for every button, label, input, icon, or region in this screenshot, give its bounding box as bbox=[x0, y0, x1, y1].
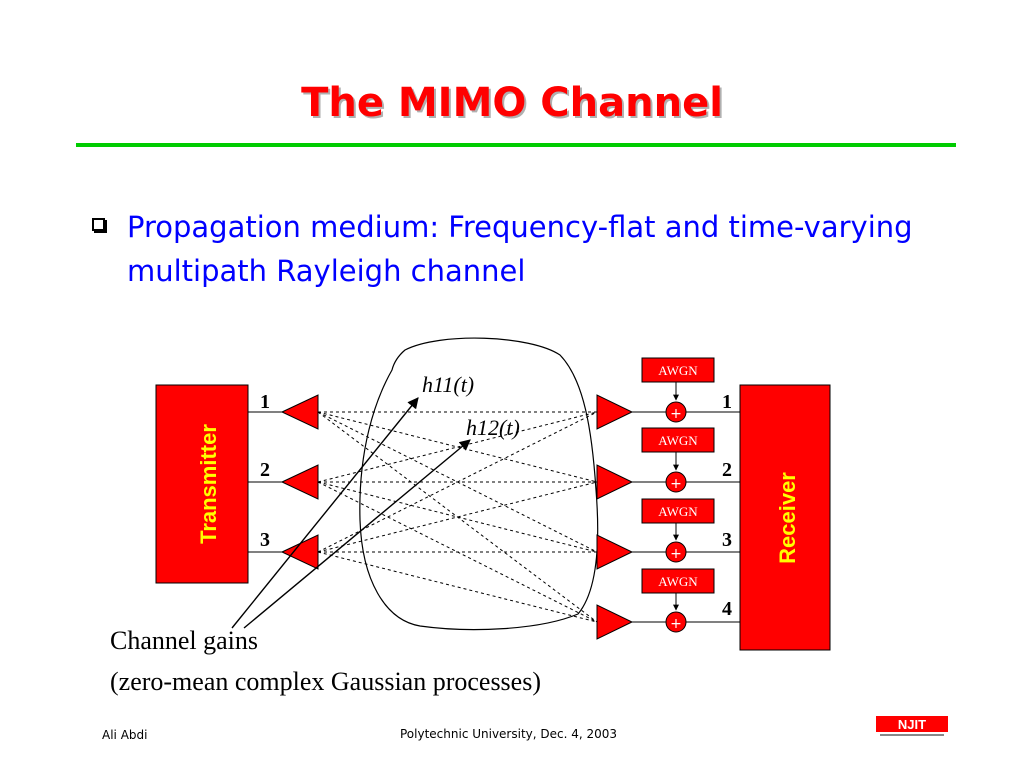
tx-antenna-2 bbox=[280, 464, 319, 500]
footer-author: Ali Abdi bbox=[102, 728, 148, 742]
transmitter-block bbox=[155, 384, 249, 584]
adder-4 bbox=[665, 611, 687, 633]
adder-1 bbox=[665, 401, 687, 423]
channel-gains-caption: Channel gains bbox=[110, 626, 259, 655]
slide-title: The MIMO Channel bbox=[301, 80, 723, 126]
rx-antenna-label-1: 1 bbox=[722, 391, 732, 413]
receiver-block bbox=[739, 384, 831, 651]
tx-antenna-label-2: 2 bbox=[260, 459, 270, 481]
rx-antenna-4 bbox=[596, 604, 634, 640]
njit-logo: NJIT bbox=[876, 716, 948, 736]
gain-label-h11: h11(t) bbox=[422, 372, 474, 397]
multipath-links bbox=[317, 411, 598, 623]
gain-label-h12: h12(t) bbox=[466, 415, 520, 440]
awgn-box-4 bbox=[641, 568, 715, 594]
awgn-label-4: AWGN bbox=[658, 574, 698, 589]
adder-3 bbox=[665, 541, 687, 563]
checkbox-bullet-icon bbox=[92, 218, 105, 231]
svg-text:NJIT: NJIT bbox=[898, 717, 926, 732]
awgn-box-3 bbox=[641, 498, 715, 524]
tx-antenna-3 bbox=[280, 534, 319, 570]
receiver-label: Receiver bbox=[775, 472, 800, 564]
awgn-box-2 bbox=[641, 427, 715, 453]
channel-gains-note: (zero-mean complex Gaussian processes) bbox=[110, 667, 541, 696]
rx-antenna-label-3: 3 bbox=[722, 529, 732, 551]
title-rule bbox=[76, 143, 956, 147]
adder-2 bbox=[665, 471, 687, 493]
rx-antenna-3 bbox=[596, 534, 634, 570]
rx-antenna-1 bbox=[596, 394, 634, 430]
rx-antenna-label-2: 2 bbox=[722, 459, 732, 481]
awgn-label-3: AWGN bbox=[658, 504, 698, 519]
tx-antenna-1 bbox=[280, 394, 319, 430]
awgn-label-1: AWGN bbox=[658, 363, 698, 378]
awgn-label-2: AWGN bbox=[658, 433, 698, 448]
tx-antenna-label-1: 1 bbox=[260, 391, 270, 413]
adder-symbol-4: + bbox=[670, 616, 682, 632]
tx-antenna-label-3: 3 bbox=[260, 529, 270, 551]
footer-venue: Polytechnic University, Dec. 4, 2003 bbox=[400, 727, 618, 741]
adder-symbol-2: + bbox=[670, 476, 682, 492]
adder-symbol-1: + bbox=[670, 406, 682, 422]
transmitter-label: Transmitter bbox=[196, 424, 221, 544]
adder-symbol-3: + bbox=[670, 546, 682, 562]
bullet-text: Propagation medium: Frequency-flat and t… bbox=[127, 210, 913, 288]
rx-antenna-label-4: 4 bbox=[722, 598, 732, 620]
rx-antenna-2 bbox=[596, 464, 634, 500]
scattering-cloud bbox=[359, 337, 599, 631]
awgn-box-1 bbox=[641, 357, 715, 383]
